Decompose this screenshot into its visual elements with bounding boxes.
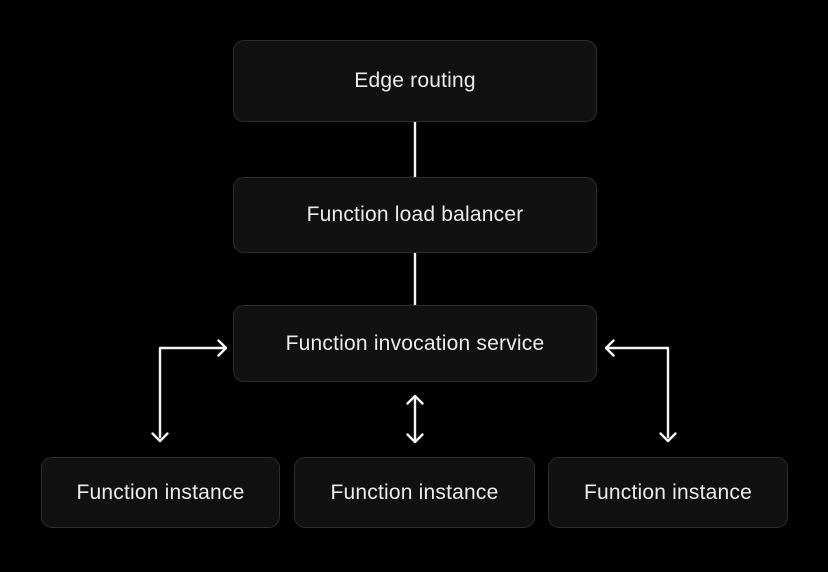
- invocation-to-instance-3-connector: [604, 339, 677, 443]
- node-label: Function instance: [584, 480, 752, 504]
- node-function-load-balancer: Function load balancer: [233, 177, 597, 253]
- arrowhead-left-icon: [604, 339, 615, 357]
- node-edge-routing: Edge routing: [233, 40, 597, 122]
- node-label: Edge routing: [354, 69, 476, 92]
- arrowhead-down-icon: [406, 433, 424, 444]
- node-function-instance-2: Function instance: [294, 457, 535, 528]
- node-function-instance-3: Function instance: [548, 457, 788, 528]
- arrowhead-up-icon: [406, 394, 424, 405]
- node-label: Function instance: [330, 480, 499, 504]
- invocation-to-instance-1-connector: [151, 339, 228, 443]
- invocation-to-instance-2-connector: [406, 394, 424, 444]
- elbow-line-left: [158, 346, 225, 439]
- arrowhead-right-icon: [217, 339, 228, 357]
- node-label: Function invocation service: [285, 331, 545, 355]
- node-function-instance-1: Function instance: [41, 457, 280, 528]
- elbow-line-right: [607, 346, 670, 439]
- arrowhead-down-icon: [151, 432, 169, 443]
- node-label: Function instance: [76, 480, 245, 504]
- node-label: Function load balancer: [306, 203, 524, 226]
- node-function-invocation-service: Function invocation service: [233, 305, 597, 382]
- arrowhead-down-icon: [659, 432, 677, 443]
